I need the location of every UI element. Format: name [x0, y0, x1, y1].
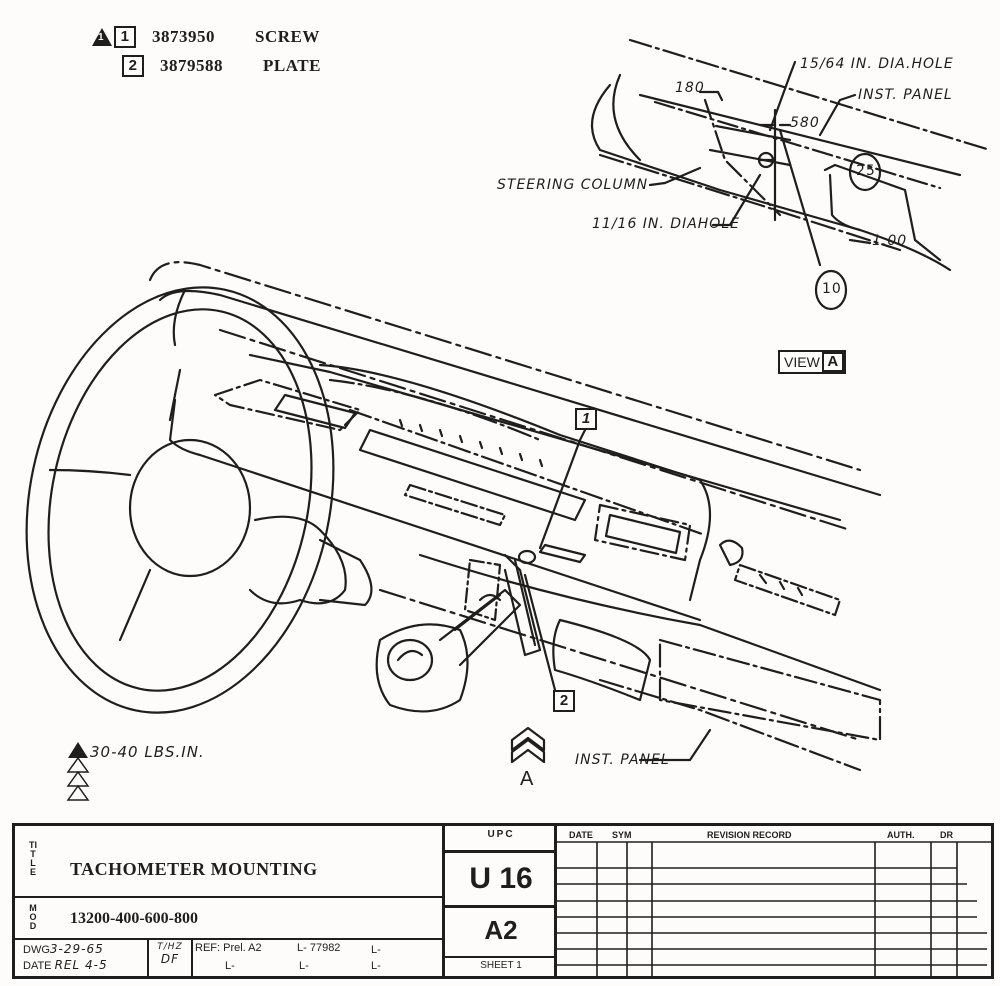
view-a-label: VIEW A: [778, 350, 846, 374]
dwg-date: 3-29-65: [49, 942, 104, 956]
part-key-1: 1: [114, 26, 136, 48]
part-name-1: SCREW: [255, 27, 320, 46]
rev-auth-header: AUTH.: [887, 830, 915, 840]
upc-code: U 16: [445, 850, 557, 908]
arrow-a-letter: A: [520, 768, 534, 790]
inst-panel-label: INST. PANEL: [575, 752, 670, 768]
title-section: TITLE TACHOMETER MOUNTING: [15, 826, 445, 898]
part-number-1: 3873950: [152, 27, 215, 46]
sheet-label: SHEET 1: [445, 956, 557, 976]
note-flag-icon: [66, 784, 90, 801]
view-a-detail: [590, 38, 992, 311]
reference: REF: Prel. A2: [195, 942, 262, 954]
rev-date-header: DATE: [569, 830, 593, 840]
callout-1: 1: [575, 408, 597, 430]
date-label: DATE: [23, 960, 52, 972]
small-hole-label: 15/64 IN. DIA.HOLE: [800, 56, 954, 72]
l-number-4: L-: [299, 960, 309, 972]
dim-10: 10: [822, 281, 842, 297]
revision-grid: [557, 841, 991, 976]
view-inst-panel-label: INST. PANEL: [858, 87, 953, 103]
mod-section: MOD 13200-400-600-800: [15, 898, 445, 940]
drawing-title: TACHOMETER MOUNTING: [70, 859, 318, 879]
revision-record: DATE SYM REVISION RECORD AUTH. DR: [557, 826, 991, 976]
l-number-5: L-: [371, 960, 381, 972]
upc-section: UPC U 16 A2 SHEET 1: [445, 826, 557, 976]
dim-100: 1.00: [872, 233, 908, 249]
l-number-1: L- 77982: [297, 942, 341, 954]
part-name-2: PLATE: [263, 56, 321, 75]
view-arrow-icon: [510, 726, 546, 764]
part-key-2: 2: [122, 55, 144, 77]
note-flag-icon: [66, 770, 90, 787]
parts-row-2: 2 3879588 PLATE: [122, 53, 321, 79]
l-number-3: L-: [225, 960, 235, 972]
model-numbers: 13200-400-600-800: [70, 910, 198, 927]
upc-header: UPC: [487, 829, 515, 840]
parts-row-1: 1 1 3873950 SCREW: [92, 24, 320, 50]
mod-side-label: MOD: [29, 903, 37, 931]
note-flag-icon: [68, 742, 88, 758]
note-flag-icon: [66, 756, 90, 773]
torque-note: 30-40 LBS.IN.: [90, 743, 205, 761]
part-number-2: 3879588: [160, 56, 223, 75]
dashboard-drawing: [25, 261, 882, 772]
dim-180: 180: [675, 80, 705, 96]
dim-25: 25: [856, 163, 876, 179]
callout-2: 2: [553, 690, 575, 712]
dwg-label: DWG: [23, 944, 50, 956]
view-letter-box: A: [821, 352, 844, 372]
drawn-by-2: DF: [160, 952, 180, 966]
drawn-by-1: T/HZ: [157, 942, 183, 952]
rev-dr-header: DR: [940, 830, 953, 840]
dwg-section: DWG3-29-65 DATE REL 4-5 T/HZ DF REF: Pre…: [15, 940, 445, 976]
rel-date: REL 4-5: [54, 958, 108, 972]
l-number-2: L-: [371, 944, 381, 956]
steering-column-label: STEERING COLUMN: [497, 177, 649, 193]
title-side-label: TITLE: [29, 840, 37, 877]
large-hole-label: 11/16 IN. DIAHOLE: [592, 216, 740, 232]
sheet-code: A2: [484, 915, 518, 945]
flag-triangle-icon: 1: [92, 28, 112, 46]
rev-record-header: REVISION RECORD: [707, 830, 792, 840]
dim-580: 580: [790, 115, 820, 131]
title-block: TITLE TACHOMETER MOUNTING MOD 13200-400-…: [12, 823, 994, 979]
rev-sym-header: SYM: [612, 830, 632, 840]
